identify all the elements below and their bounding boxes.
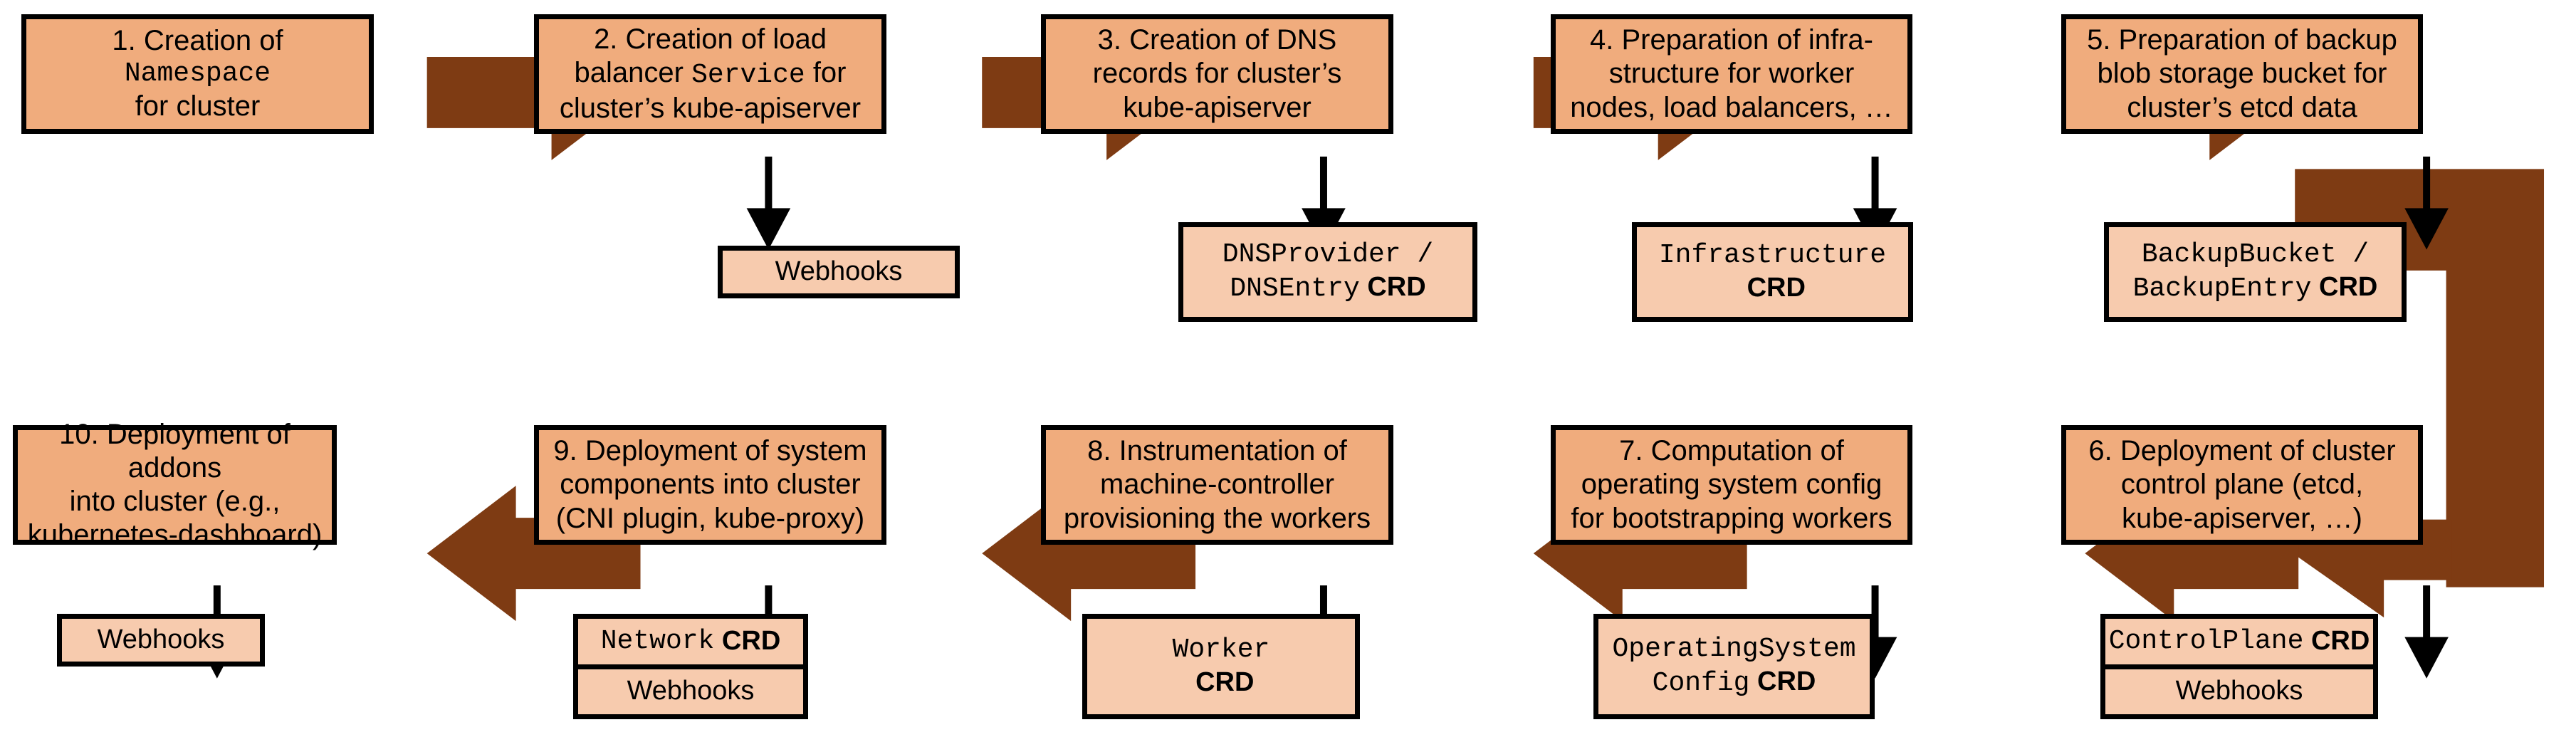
artifact-webhooks-label: Webhooks <box>775 256 903 287</box>
artifact-dns-line-1: DNSProvider / <box>1222 239 1434 271</box>
step-7-line-2: operating system config <box>1581 469 1883 501</box>
step-9-line-1: 9. Deployment of system <box>553 435 867 467</box>
step-7-line-3: for bootstrapping workers <box>1571 502 1892 534</box>
step-box-5[interactable]: 5. Preparation of backup blob storage bu… <box>2061 14 2423 134</box>
step-5-line-1: 5. Preparation of backup <box>2087 24 2397 56</box>
artifact-webhooks-label: Webhooks <box>627 676 755 706</box>
step-box-7[interactable]: 7. Computation of operating system confi… <box>1551 425 1912 545</box>
step-2-line-2-mono: Service <box>691 60 805 91</box>
artifact-row-webhooks: Webhooks <box>2105 664 2373 715</box>
step-3-line-1: 3. Creation of DNS <box>1097 24 1337 56</box>
artifact-box-worker-step8[interactable]: Worker CRD <box>1082 614 1360 719</box>
artifact-row: Webhooks <box>723 251 955 293</box>
artifact-row-network-crd: Network CRD <box>578 619 803 664</box>
step-10-line-3: kubernetes-dashboard) <box>27 519 323 551</box>
step-8-line-2: machine-controller <box>1099 469 1335 501</box>
step-4-line-3: nodes, load balancers, … <box>1570 91 1893 123</box>
artifact-worker-crd-label: CRD <box>1188 667 1255 697</box>
step-1-line-2: Namespace <box>124 58 271 89</box>
step-box-1[interactable]: 1. Creation of Namespace for cluster <box>21 14 374 134</box>
artifact-box-dns-step3[interactable]: DNSProvider / DNSEntry CRD <box>1178 222 1477 322</box>
step-9-line-3: (CNI plugin, kube-proxy) <box>555 502 865 534</box>
step-box-2[interactable]: 2. Creation of load balancer Service for… <box>534 14 886 134</box>
artifact-backup-crd-label: CRD <box>2311 272 2378 302</box>
step-1-line-1: 1. Creation of <box>112 25 283 57</box>
artifact-box-backup-step5[interactable]: BackupBucket / BackupEntry CRD <box>2104 222 2407 322</box>
step-box-8[interactable]: 8. Instrumentation of machine-controller… <box>1041 425 1393 545</box>
step-8-line-3: provisioning the workers <box>1063 502 1371 534</box>
artifact-box-osc-step7[interactable]: OperatingSystem Config CRD <box>1593 614 1875 719</box>
artifact-osc-line-2-mono: Config <box>1652 668 1750 699</box>
artifact-row: DNSProvider / DNSEntry CRD <box>1183 227 1472 317</box>
step-8-line-1: 8. Instrumentation of <box>1087 435 1347 467</box>
step-3-line-2: records for cluster’s <box>1092 58 1342 90</box>
artifact-infra-crd-label: CRD <box>1739 273 1806 303</box>
step-6-line-1: 6. Deployment of cluster <box>2088 435 2396 467</box>
artifact-controlplane-mono-label: ControlPlane <box>2108 625 2304 657</box>
step-2-line-2: balancer Service for <box>560 56 861 92</box>
artifact-box-webhooks-step10[interactable]: Webhooks <box>57 614 265 667</box>
artifact-row: BackupBucket / BackupEntry CRD <box>2109 227 2402 317</box>
artifact-network-crd-label: CRD <box>714 625 781 656</box>
artifact-osc-crd-label: CRD <box>1749 667 1816 696</box>
arrowhead-artifact5 <box>2404 208 2449 250</box>
artifact-dns-line-2: DNSEntry CRD <box>1222 271 1433 305</box>
step-box-9[interactable]: 9. Deployment of system components into … <box>534 425 886 545</box>
step-2-line-2-pre: balancer <box>574 57 692 89</box>
artifact-infra-line-1: Infrastructure <box>1658 240 1887 271</box>
artifact-row: OperatingSystem Config CRD <box>1598 619 1870 714</box>
artifact-osc-line-1: OperatingSystem <box>1612 634 1856 665</box>
step-box-3[interactable]: 3. Creation of DNS records for cluster’s… <box>1041 14 1393 134</box>
artifact-row-webhooks: Webhooks <box>578 664 803 715</box>
step-5-line-2: blob storage bucket for <box>2097 58 2387 90</box>
artifact-worker-line-1: Worker <box>1172 634 1270 666</box>
artifact-osc-line-2: Config CRD <box>1612 666 1855 700</box>
step-2-line-3: cluster’s kube-apiserver <box>559 92 862 124</box>
step-6-line-2: control plane (etcd, <box>2120 469 2364 501</box>
artifact-box-network-step9[interactable]: Network CRD Webhooks <box>573 614 808 719</box>
step-box-10[interactable]: 10. Deployment of addons into cluster (e… <box>13 419 337 550</box>
arrowhead-artifact2 <box>746 208 791 250</box>
step-box-6[interactable]: 6. Deployment of cluster control plane (… <box>2061 425 2423 545</box>
artifact-controlplane-crd-label: CRD <box>2303 625 2370 656</box>
step-10-line-2: into cluster (e.g., <box>69 486 281 517</box>
artifact-webhooks-label: Webhooks <box>97 625 225 655</box>
step-2-line-2-post: for <box>805 57 847 89</box>
step-10-line-1: 10. Deployment of addons <box>59 418 290 484</box>
artifact-row: Webhooks <box>62 619 260 662</box>
artifact-backup-line-2: BackupEntry CRD <box>2133 271 2378 305</box>
step-5-line-3: cluster’s etcd data <box>2127 91 2357 123</box>
artifact-row: Infrastructure CRD <box>1637 227 1908 317</box>
step-7-line-1: 7. Computation of <box>1619 435 1844 467</box>
artifact-webhooks-label: Webhooks <box>2175 676 2303 706</box>
artifact-box-webhooks-step2[interactable]: Webhooks <box>718 246 960 298</box>
artifact-backup-line-1: BackupBucket / <box>2141 239 2370 271</box>
step-4-line-1: 4. Preparation of infra- <box>1590 24 1873 56</box>
artifact-box-controlplane-step6[interactable]: ControlPlane CRD Webhooks <box>2100 614 2378 719</box>
artifact-dns-crd-label: CRD <box>1359 272 1426 302</box>
step-9-line-2: components into cluster <box>560 469 861 501</box>
step-box-4[interactable]: 4. Preparation of infra- structure for w… <box>1551 14 1912 134</box>
step-2-line-1: 2. Creation of load <box>594 23 827 55</box>
step-1-line-3: for cluster <box>135 90 261 122</box>
step-6-line-3: kube-apiserver, …) <box>2122 502 2362 534</box>
artifact-row-controlplane-crd: ControlPlane CRD <box>2105 619 2373 664</box>
artifact-dns-line-2-mono: DNSEntry <box>1230 273 1360 304</box>
artifact-box-infrastructure-step4[interactable]: Infrastructure CRD <box>1632 222 1913 322</box>
step-4-line-2: structure for worker <box>1608 58 1855 90</box>
arrowhead-artifact6 <box>2404 637 2449 679</box>
artifact-backup-line-2-mono: BackupEntry <box>2132 273 2312 304</box>
artifact-row: Worker CRD <box>1087 619 1355 714</box>
artifact-network-mono-label: Network <box>600 625 715 657</box>
step-3-line-3: kube-apiserver <box>1123 91 1311 123</box>
